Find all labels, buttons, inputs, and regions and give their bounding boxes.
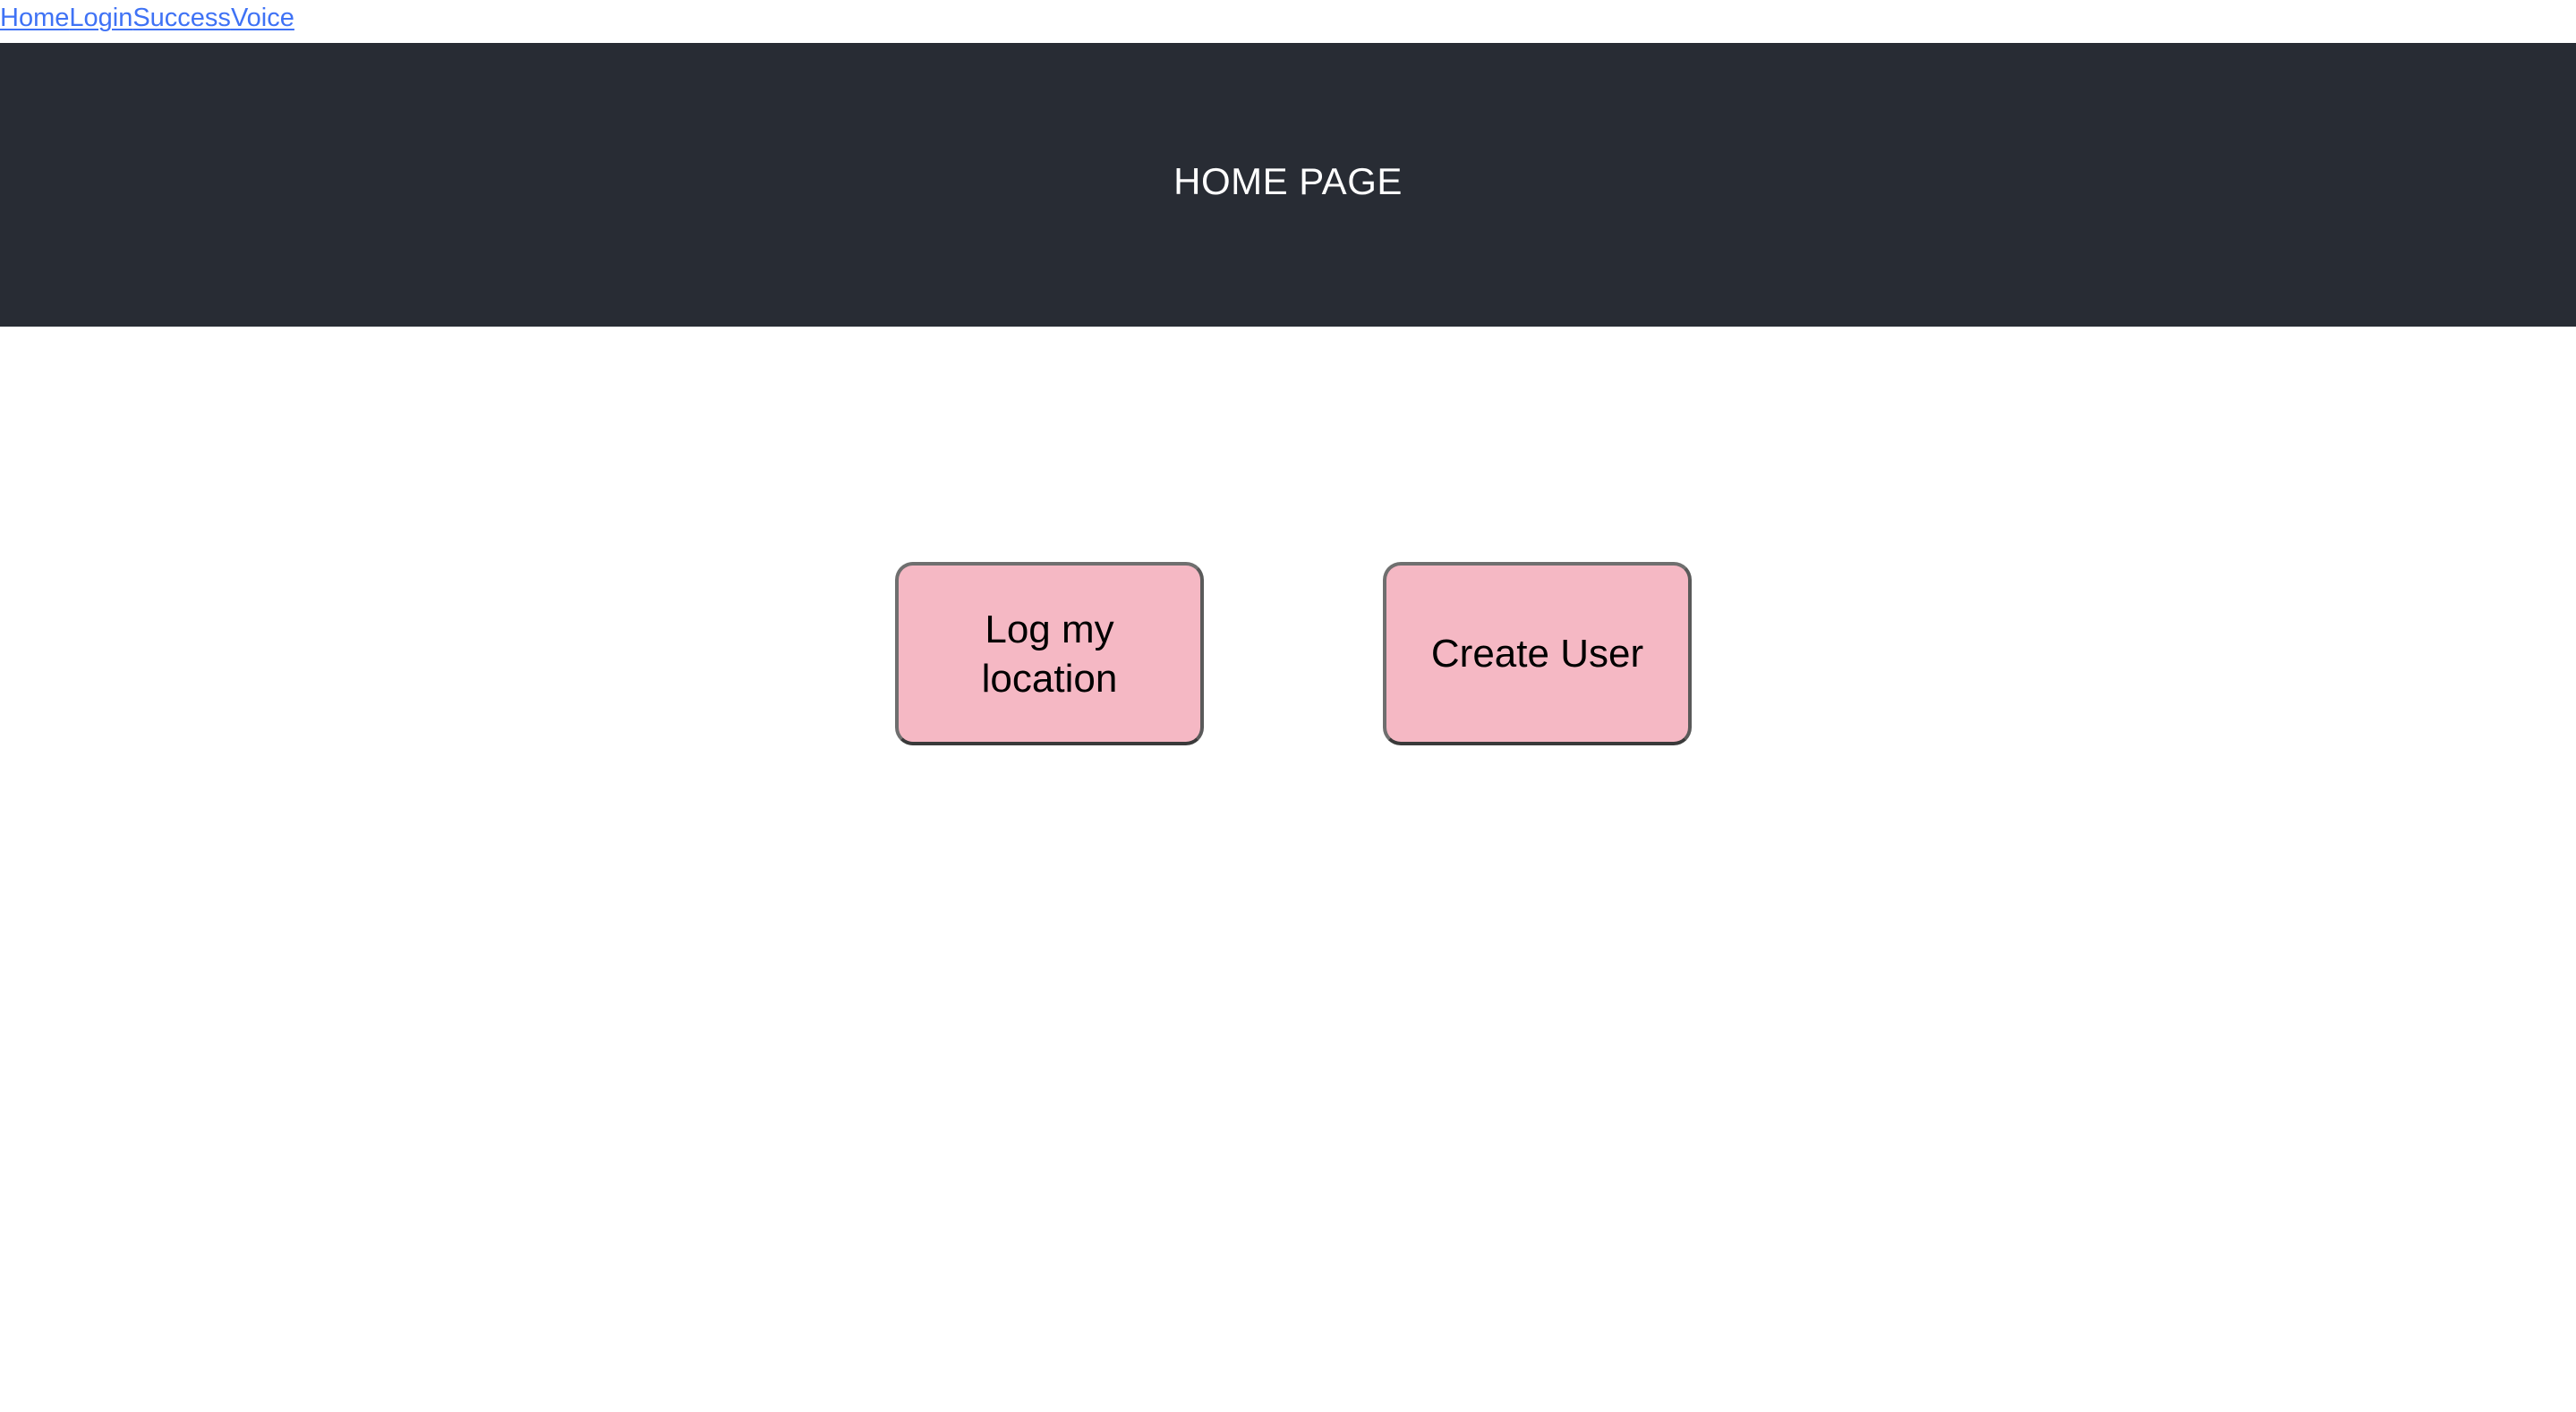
page-title: HOME PAGE <box>1173 159 1403 202</box>
page-header: HOME PAGE <box>0 43 2576 327</box>
nav-link-home[interactable]: Home <box>0 4 70 32</box>
action-button-row: Log my location Create User <box>895 562 1692 745</box>
log-my-location-button[interactable]: Log my location <box>895 562 1204 745</box>
main-content: Log my location Create User <box>0 327 2576 1412</box>
top-navigation: HomeLoginSuccessVoice <box>0 0 294 43</box>
create-user-button[interactable]: Create User <box>1383 562 1692 745</box>
nav-link-login[interactable]: Login <box>69 4 133 32</box>
nav-link-voice[interactable]: Voice <box>230 4 294 32</box>
nav-link-success[interactable]: Success <box>132 4 231 32</box>
